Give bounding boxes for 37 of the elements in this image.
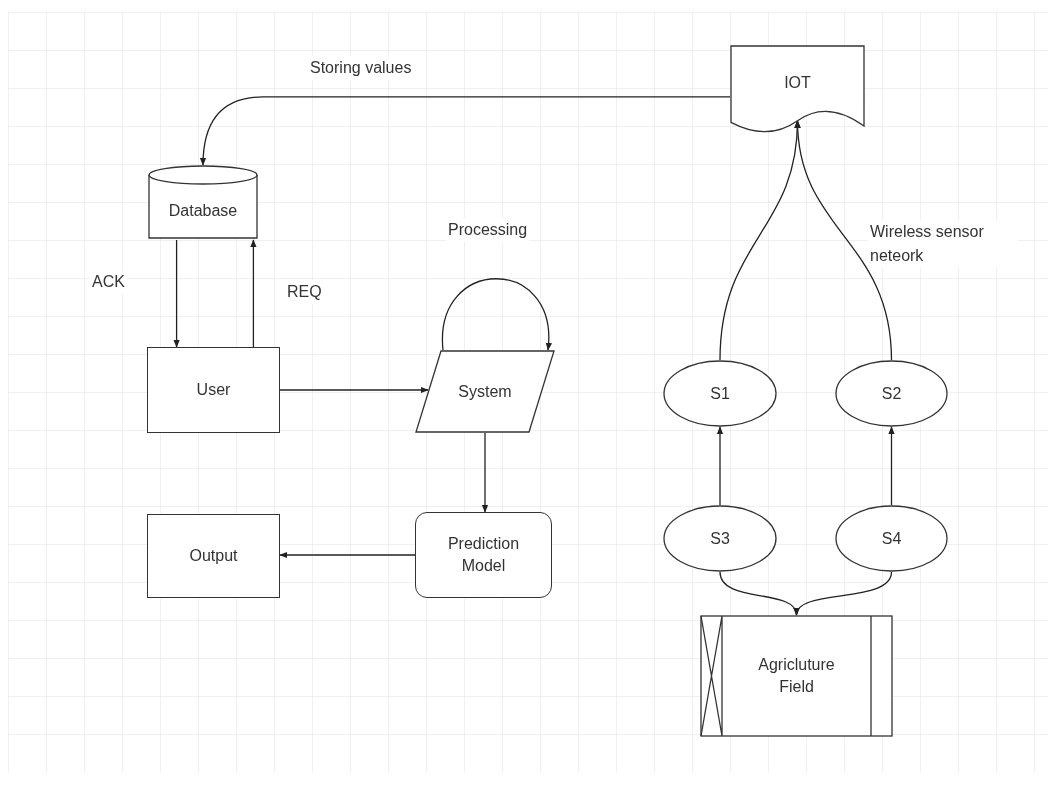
- edge-label: ACK: [90, 270, 127, 294]
- process-box: [147, 347, 280, 433]
- edge-label: Processing: [446, 218, 530, 242]
- connector-arrow: [716, 426, 724, 506]
- node-label: S3: [710, 528, 730, 549]
- node-label: S2: [881, 383, 902, 404]
- node-label: System: [458, 381, 512, 402]
- field-box: [700, 615, 893, 737]
- node-label: Agricluture Field: [757, 655, 836, 697]
- connector-arrow: [279, 386, 429, 394]
- connector-arrow: [173, 239, 180, 348]
- process-box: [147, 514, 280, 598]
- database-cylinder: [148, 165, 258, 240]
- sensor-ellipse: [835, 505, 948, 572]
- connector-arrow: [200, 96, 731, 166]
- edge-label: Storing values: [308, 56, 414, 80]
- node-label: User: [196, 380, 231, 400]
- node-label: S4: [881, 528, 902, 549]
- node-label: Output: [189, 546, 238, 566]
- connector-arrow: [888, 426, 895, 506]
- edge-label: Wireless sensor neteork: [868, 220, 1018, 268]
- node-label: Prediction Model: [446, 534, 521, 576]
- node-label: IOT: [784, 73, 811, 93]
- connector-arrow: [481, 432, 489, 513]
- rounded-box: [415, 512, 552, 598]
- connector-arrow: [795, 571, 893, 616]
- node-label: Database: [168, 200, 238, 221]
- sensor-ellipse: [663, 505, 777, 572]
- connector-arrow: [794, 119, 893, 361]
- connector-arrow: [250, 239, 257, 348]
- node-label: S1: [710, 383, 730, 404]
- connector-arrow: [442, 278, 552, 351]
- data-parallelogram: [415, 350, 555, 433]
- sensor-ellipse: [835, 360, 948, 427]
- edge-label: REQ: [285, 280, 324, 304]
- sensor-ellipse: [663, 360, 777, 427]
- connector-arrow: [279, 551, 416, 559]
